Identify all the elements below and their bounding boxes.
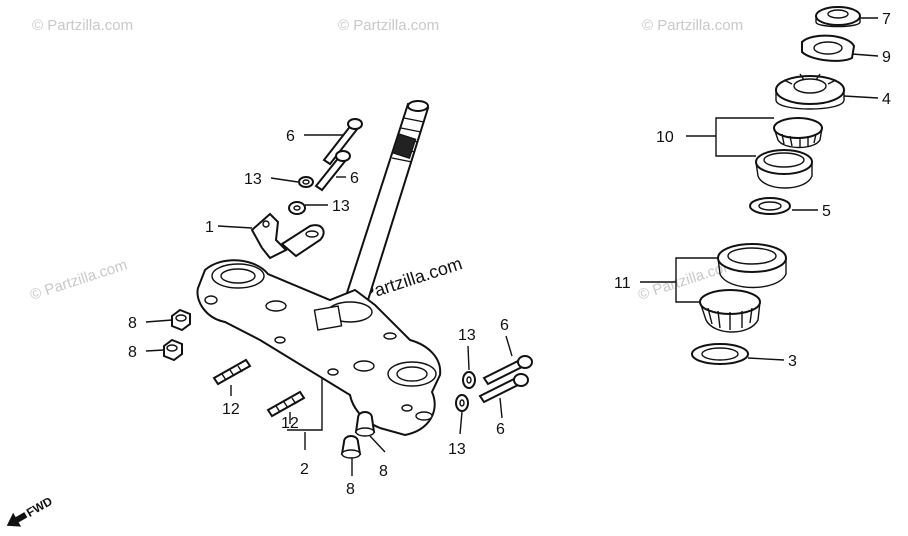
- callout-8-bottom-a: 8: [346, 481, 355, 498]
- lower-race: [717, 243, 787, 289]
- fwd-label: FWD: [24, 494, 55, 520]
- watermark-top-center: © Partzilla.com: [338, 17, 439, 34]
- bolt-right-b: [478, 373, 529, 404]
- upper-bearing: [773, 117, 823, 149]
- callout-5: 5: [822, 203, 831, 220]
- callout-8-left-b: 8: [128, 344, 137, 361]
- cap-nut-b: [340, 435, 362, 459]
- callout-3: 3: [788, 353, 797, 370]
- washer-upper-a: [298, 176, 314, 188]
- bolt-right-a: [482, 355, 533, 386]
- bottom-bridge: [196, 259, 442, 437]
- callout-13-right-b: 13: [448, 441, 466, 458]
- bracket: [250, 212, 325, 260]
- callout-12-a: 12: [222, 401, 240, 418]
- bolt-upper-b: [314, 150, 351, 192]
- cap-nut-a: [354, 411, 376, 437]
- callout-10: 10: [656, 129, 674, 146]
- callout-13-right-a: 13: [458, 327, 476, 344]
- lock-washer: [801, 34, 856, 62]
- nut-left-a: [171, 308, 191, 332]
- callout-8-left-a: 8: [128, 315, 137, 332]
- callout-12-b: 12: [281, 415, 299, 432]
- callout-7: 7: [882, 11, 891, 28]
- callout-6-upper: 6: [350, 170, 359, 187]
- lower-bearing: [699, 289, 761, 333]
- callout-11: 11: [614, 275, 631, 292]
- dust-seal-lower: [691, 343, 749, 365]
- washer-right-a: [462, 371, 476, 389]
- callout-2: 2: [300, 461, 309, 478]
- leader-lines: [145, 17, 879, 476]
- washer-right-b: [455, 394, 469, 412]
- callout-6-top: 6: [286, 128, 295, 145]
- stem-nut: [815, 6, 861, 28]
- callout-6-right-a: 6: [500, 317, 509, 334]
- bolt-upper-a: [322, 118, 363, 166]
- callout-1: 1: [205, 219, 214, 236]
- watermark-top-right: © Partzilla.com: [642, 17, 743, 34]
- callout-8-bottom-b: 8: [379, 463, 388, 480]
- upper-race: [755, 149, 813, 189]
- steering-stem: [344, 100, 430, 302]
- nut-left-b: [163, 338, 183, 362]
- callout-9: 9: [882, 49, 891, 66]
- adjusting-nut: [775, 73, 845, 110]
- callout-13-upper-b: 13: [332, 198, 350, 215]
- callout-4: 4: [882, 91, 891, 108]
- stud-a: [212, 358, 252, 386]
- stud-b: [266, 390, 306, 418]
- washer-upper-b: [288, 201, 306, 215]
- watermark-top-left: © Partzilla.com: [32, 17, 133, 34]
- fwd-arrow: FWD: [6, 494, 55, 527]
- callout-6-right-b: 6: [496, 421, 505, 438]
- callout-13-upper: 13: [244, 171, 262, 188]
- watermark-mid-left: © Partzilla.com: [28, 256, 129, 303]
- dust-seal-upper: [749, 197, 791, 215]
